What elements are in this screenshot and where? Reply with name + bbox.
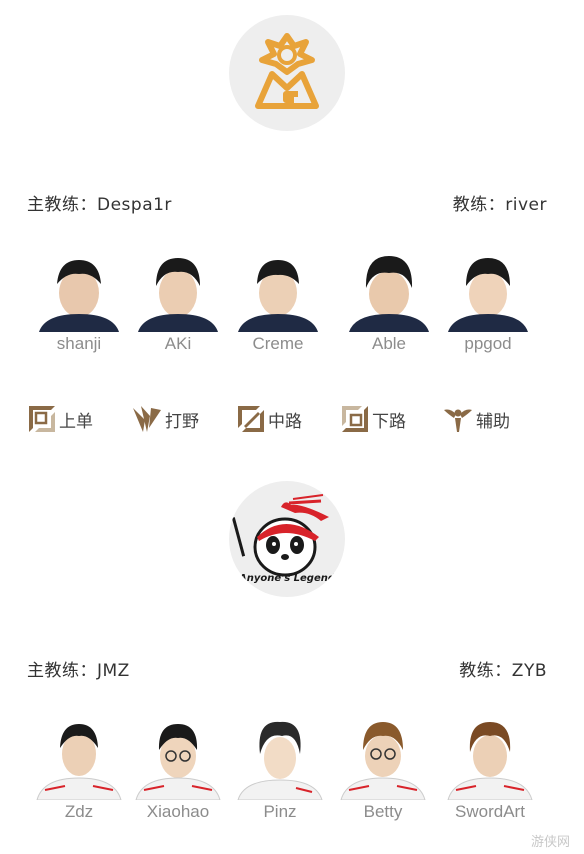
al-panda-logo-icon: Anyone's Legend: [231, 494, 336, 584]
player-photo: [35, 716, 123, 800]
player-photo: [446, 716, 534, 800]
role-label: 打野: [165, 411, 199, 432]
player-card: Creme: [228, 248, 328, 354]
player-card: Zdz: [29, 716, 129, 822]
role-support: 辅助: [442, 404, 510, 434]
player-name: Xiaohao: [146, 802, 210, 821]
top-lane-icon: [29, 406, 55, 432]
player-name: shanji: [56, 334, 102, 353]
player-card: Betty: [333, 716, 433, 822]
player-card: Pinz: [230, 716, 330, 822]
role-mid: 中路: [236, 404, 302, 434]
player-name: Creme: [252, 334, 304, 353]
support-icon: [444, 409, 472, 432]
role-label: 辅助: [476, 411, 510, 432]
player-photo: [234, 248, 322, 332]
player-photo: [35, 248, 123, 332]
player-photo: [339, 716, 427, 800]
team2-head-coach: 主教练：JMZ: [27, 661, 130, 681]
player-card: Xiaohao: [128, 716, 228, 822]
watermark: 游侠网: [530, 835, 570, 850]
jungle-icon: [133, 406, 161, 432]
team1-coach: 教练：river: [452, 195, 547, 215]
player-photo: [345, 248, 433, 332]
mid-lane-icon: [238, 406, 264, 432]
player-photo: [236, 716, 324, 800]
team2-logo: Anyone's Legend: [229, 481, 345, 597]
player-photo: [134, 248, 222, 332]
team1-logo: [229, 15, 345, 131]
player-name: SwordArt: [455, 802, 525, 821]
team2-logo-text: Anyone's Legend: [238, 573, 336, 584]
player-card: SwordArt: [440, 716, 540, 822]
player-card: AKi: [128, 248, 228, 354]
player-name: ppgod: [464, 334, 512, 353]
team1-head-coach: 主教练：Despa1r: [27, 195, 172, 215]
bot-lane-icon: [342, 406, 368, 432]
player-card: ppgod: [438, 248, 538, 354]
role-label: 上单: [59, 411, 93, 432]
player-photo: [444, 248, 532, 332]
role-jungle: 打野: [131, 404, 199, 434]
player-name: Zdz: [64, 802, 94, 821]
player-name: Betty: [363, 802, 403, 821]
player-name: AKi: [164, 334, 192, 353]
player-name: Able: [371, 334, 407, 353]
player-card: shanji: [29, 248, 129, 354]
ag-logo-icon: [255, 33, 319, 109]
role-top: 上单: [27, 404, 93, 434]
player-photo: [134, 716, 222, 800]
role-label: 中路: [268, 411, 302, 432]
player-name: Pinz: [263, 802, 297, 821]
role-label: 下路: [372, 411, 406, 432]
team2-coach: 教练：ZYB: [459, 661, 547, 681]
player-card: Able: [339, 248, 439, 354]
role-bot: 下路: [340, 404, 406, 434]
